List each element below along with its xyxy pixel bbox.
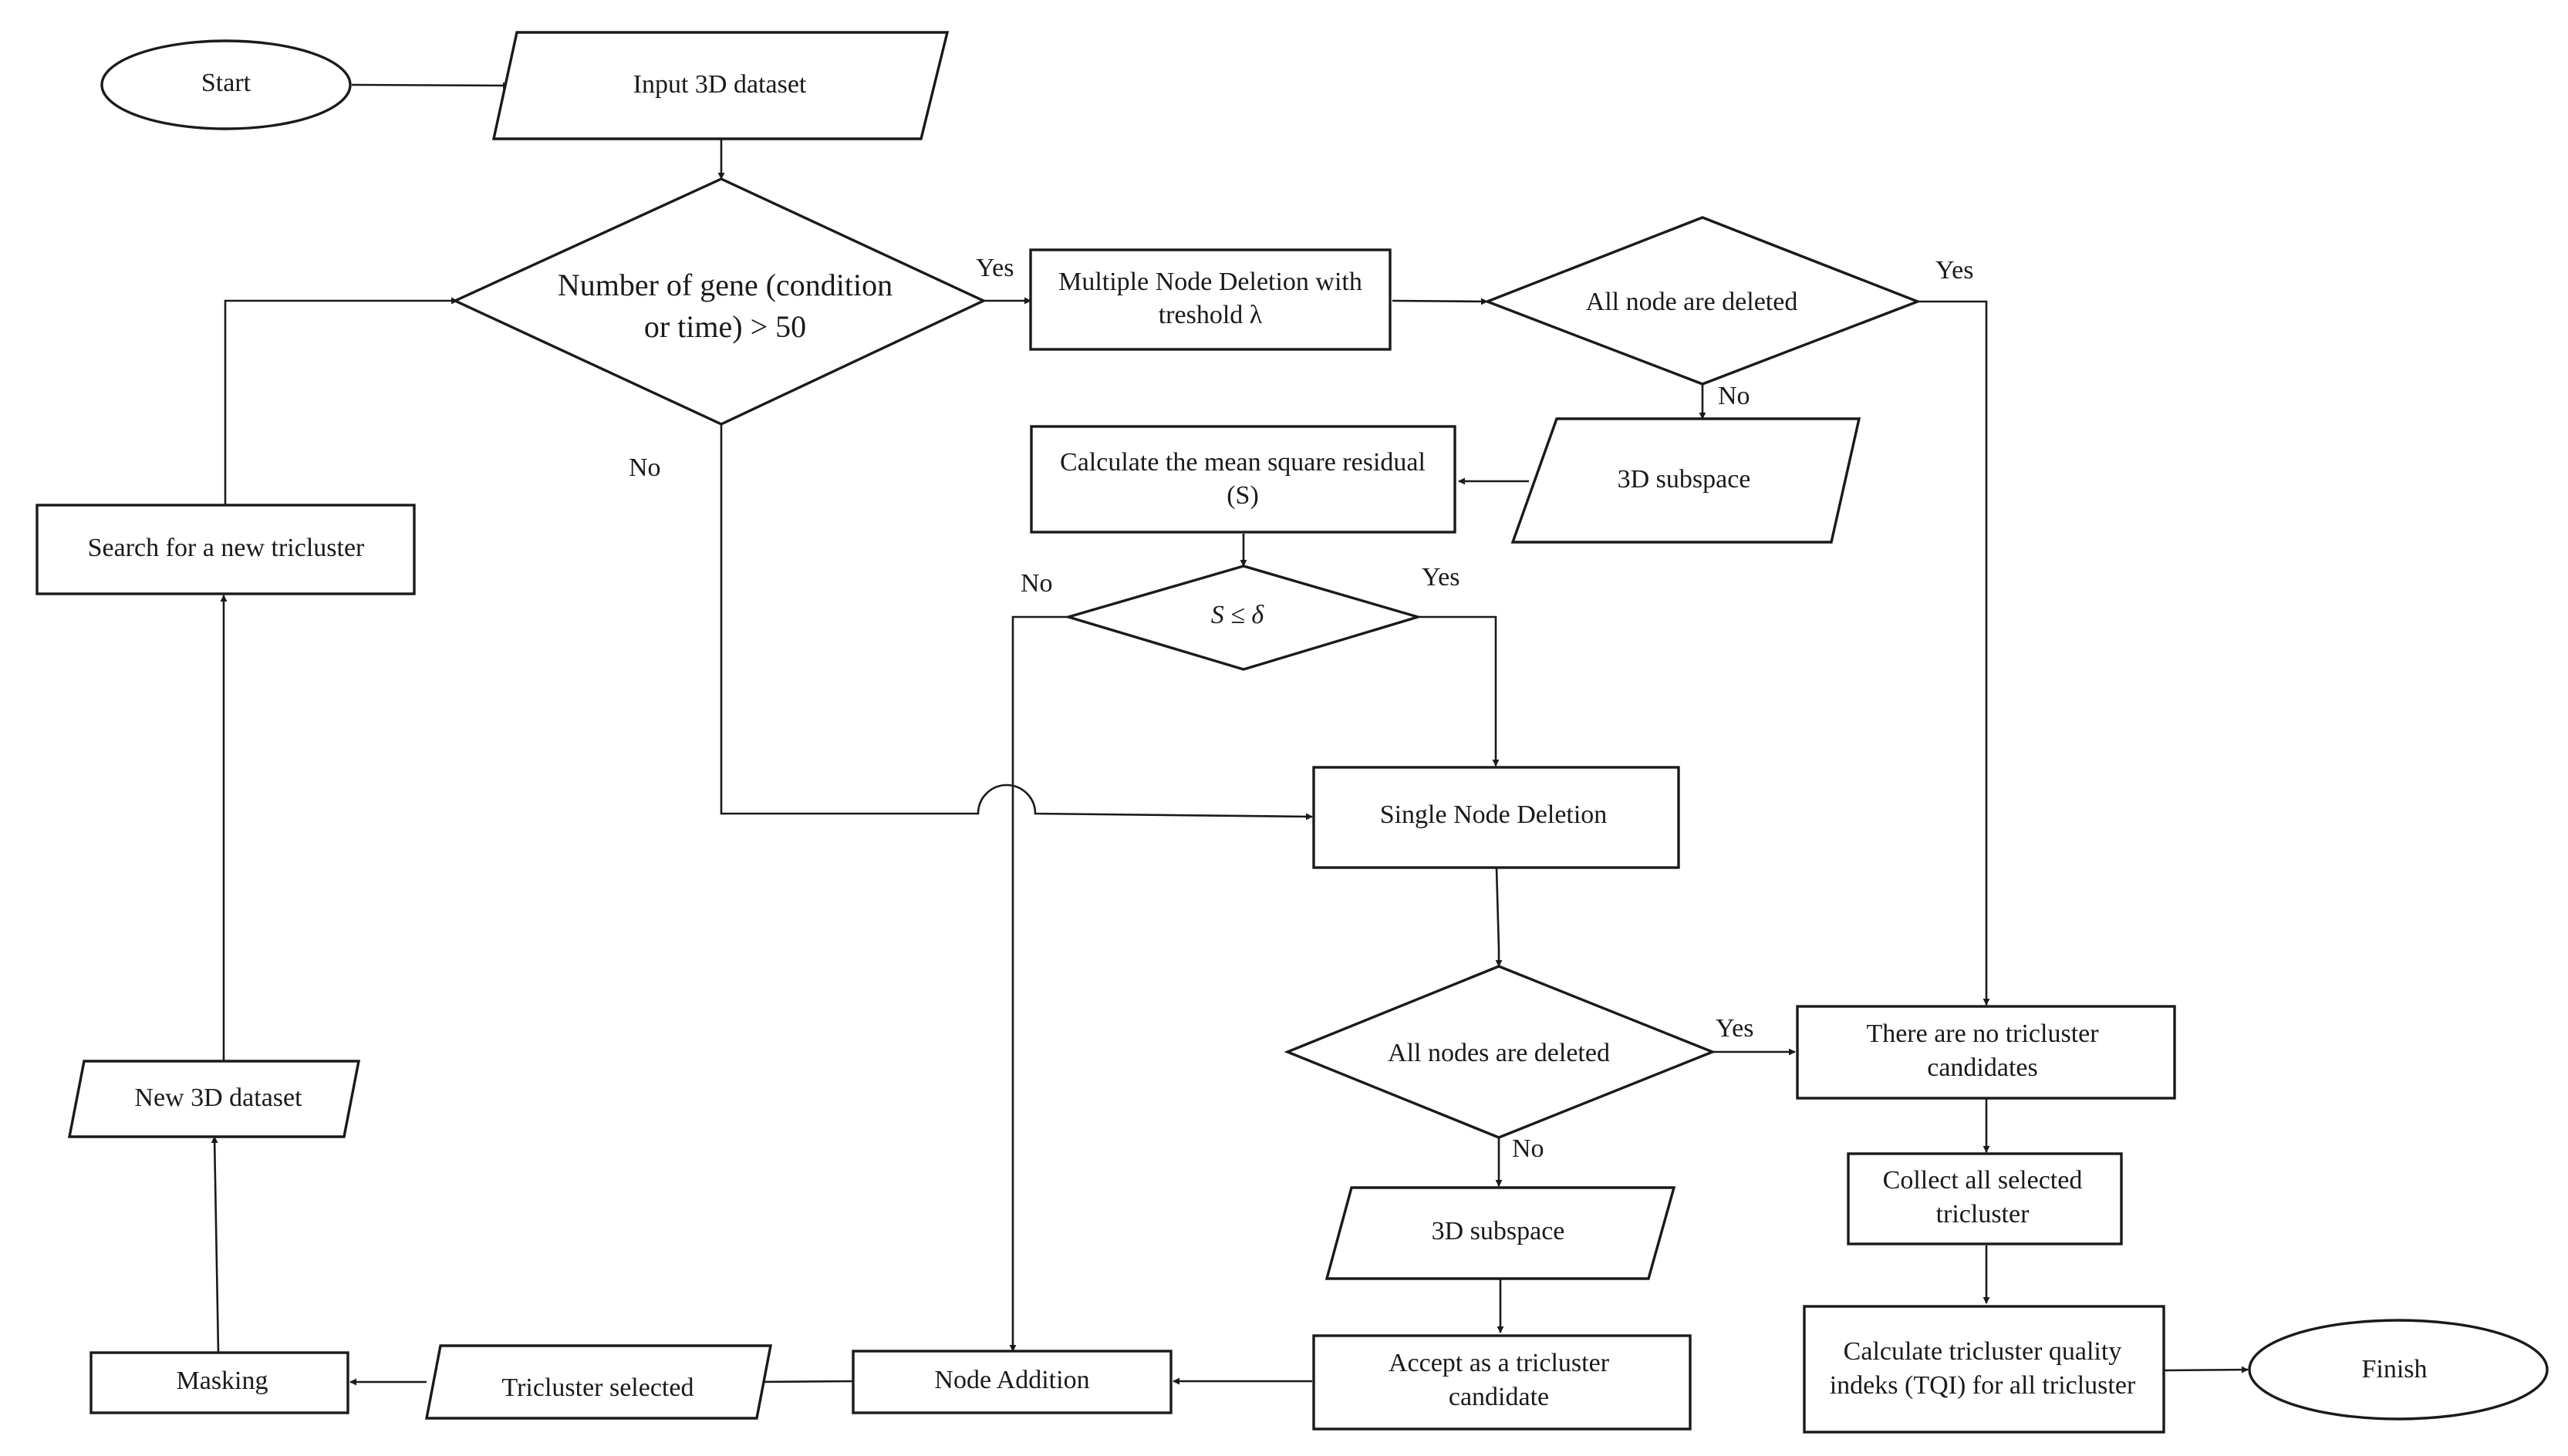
subspace-top-parallelogram	[1510, 417, 1861, 544]
decision-gene-diamond	[451, 177, 987, 426]
shapes	[35, 31, 2549, 1434]
s-delta-diamond	[1063, 565, 1422, 671]
no-candidates-box	[1796, 1005, 2176, 1100]
tricluster-selected-parallelogram	[424, 1344, 773, 1420]
edge-label-s-yes: Yes	[1422, 563, 1459, 592]
all-node-deleted-label: All node are deleted	[1586, 288, 1798, 316]
edge-masking-newdataset	[211, 1136, 220, 1353]
multiple-deletion-label-1: Multiple Node Deletion with	[1058, 268, 1362, 296]
multiple-deletion-label-2: treshold λ	[1159, 301, 1263, 329]
no-candidates-label-1: There are no tricluster	[1866, 1020, 2099, 1048]
edge-allnode-yes	[1918, 300, 1990, 1006]
decision-gene-label-2: or time) > 50	[644, 309, 806, 344]
tqi-label-1: Calculate tricluster quality	[1844, 1337, 2122, 1366]
edge-labels: Yes No Yes No No Yes Yes No	[629, 254, 1973, 1163]
tqi-box	[1803, 1305, 2165, 1434]
subspace-bottom-parallelogram	[1324, 1186, 1676, 1280]
node-addition-label: Node Addition	[934, 1366, 1089, 1394]
accept-label-1: Accept as a tricluster	[1389, 1349, 1610, 1377]
multiple-deletion-box	[1029, 248, 1392, 351]
tricluster-selected-label: Tricluster selected	[502, 1373, 694, 1402]
edge-sdelta-no	[1009, 615, 1068, 1352]
collect-label-1: Collect all selected	[1883, 1166, 2083, 1195]
edge-single-allnodes	[1495, 867, 1503, 967]
edge-label-allnodes-yes: Yes	[1716, 1014, 1753, 1043]
subspace-top-label: 3D subspace	[1618, 465, 1751, 494]
edge-decision-no	[720, 424, 1313, 821]
edge-multiple-allnode	[1392, 298, 1488, 305]
search-box	[35, 504, 416, 595]
all-node-deleted-diamond	[1483, 216, 1922, 386]
single-deletion-label: Single Node Deletion	[1380, 800, 1608, 829]
no-candidates-label-2: candidates	[1927, 1053, 2038, 1082]
accept-label-2: candidate	[1449, 1383, 1549, 1411]
s-delta-label: S ≤ δ	[1211, 601, 1265, 629]
tqi-label-2: indeks (TQI) for all tricluster	[1830, 1371, 2136, 1400]
edge-label-allnode-yes: Yes	[1935, 256, 1973, 285]
edge-sdelta-yes	[1418, 615, 1500, 767]
collect-box	[1847, 1152, 2123, 1245]
finish-label: Finish	[2361, 1355, 2427, 1384]
msr-label-1: Calculate the mean square residual	[1060, 448, 1426, 477]
finish-terminator	[2248, 1319, 2549, 1421]
masking-box	[89, 1351, 349, 1414]
start-label: Start	[201, 69, 251, 97]
all-nodes-deleted-label: All nodes are deleted	[1388, 1039, 1610, 1067]
masking-label: Masking	[177, 1367, 268, 1395]
single-deletion-box	[1312, 766, 1680, 869]
search-label: Search for a new tricluster	[88, 534, 365, 562]
edge-addition-selected	[751, 1378, 854, 1386]
edge-label-allnode-no: No	[1718, 382, 1750, 410]
edge-label-s-no: No	[1021, 569, 1053, 598]
edge-label-gene-no: No	[629, 453, 661, 482]
edge-search-decision	[224, 297, 458, 505]
connectors	[211, 82, 2249, 1386]
edge-label-allnodes-no: No	[1512, 1134, 1544, 1163]
start-terminator	[100, 39, 352, 130]
edge-start-input	[351, 82, 510, 89]
msr-label-2: (S)	[1227, 481, 1259, 510]
node-addition-box	[852, 1350, 1173, 1414]
input-label: Input 3D dataset	[633, 70, 807, 99]
input-parallelogram	[491, 31, 950, 140]
new-dataset-label: New 3D dataset	[134, 1084, 302, 1112]
all-nodes-deleted-diamond	[1284, 965, 1716, 1139]
msr-box	[1030, 425, 1456, 534]
new-dataset-parallelogram	[67, 1060, 361, 1138]
decision-gene-label-1: Number of gene (condition	[558, 268, 893, 302]
edge-label-gene-yes: Yes	[976, 254, 1014, 282]
node-labels: Start Input 3D dataset Number of gene (c…	[88, 69, 2428, 1411]
accept-box	[1312, 1334, 1692, 1431]
collect-label-2: tricluster	[1936, 1200, 2030, 1228]
subspace-bottom-label: 3D subspace	[1432, 1217, 1565, 1245]
